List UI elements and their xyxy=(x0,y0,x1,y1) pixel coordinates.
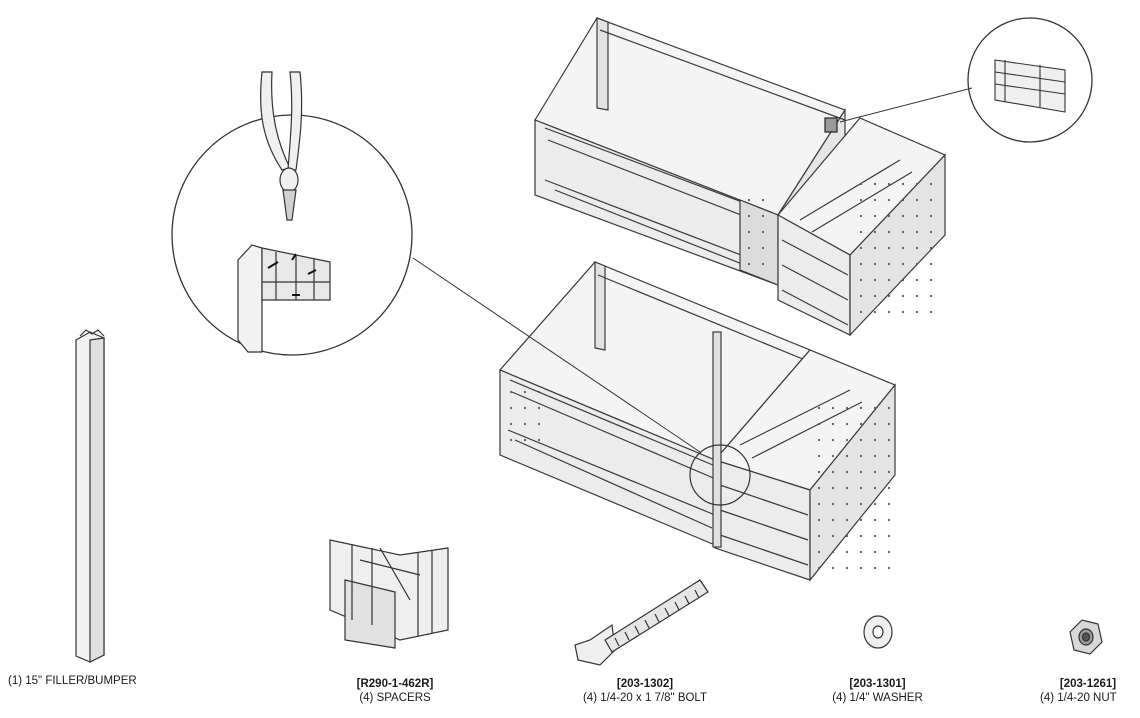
spacers-label: [R290-1-462R] (4) SPACERS xyxy=(320,677,470,705)
pliers-detail-callout xyxy=(171,71,413,356)
washer-label: [203-1301] (4) 1/4" WASHER xyxy=(810,677,945,705)
bolt-description: (4) 1/4-20 x 1 7/8" BOLT xyxy=(582,692,708,704)
installed-filler-post xyxy=(712,331,722,548)
pliers-icon xyxy=(260,71,303,221)
detail-leader-line xyxy=(412,257,701,453)
filler-bumper-part xyxy=(75,329,105,663)
nut-description: (4) 1/4-20 NUT xyxy=(1040,692,1117,704)
lower-large-shelf-unit xyxy=(498,261,811,546)
washer-description: (4) 1/4" WASHER xyxy=(832,692,923,704)
spacers-part-number: [R290-1-462R] xyxy=(356,678,434,690)
upper-drawer-unit xyxy=(777,117,947,337)
nut-label: [203-1261] (4) 1/4-20 NUT xyxy=(1040,677,1136,705)
washer-part xyxy=(863,615,893,649)
bolt-part xyxy=(574,579,709,666)
filler-bumper-label: (1) 15" FILLER/BUMPER xyxy=(8,674,137,688)
filler-bumper-description: (1) 15" FILLER/BUMPER xyxy=(8,675,137,687)
washer-part-number: [203-1301] xyxy=(849,678,906,690)
bolt-label: [203-1302] (4) 1/4-20 x 1 7/8" BOLT xyxy=(565,677,725,705)
nut-part-number: [203-1261] xyxy=(1059,678,1117,690)
nut-part xyxy=(1069,619,1103,655)
spacers-description: (4) SPACERS xyxy=(359,692,431,704)
upper-large-shelf-unit xyxy=(534,17,846,287)
upper-cabinet-assembly xyxy=(534,17,947,337)
spacer-zoom-callout xyxy=(839,17,1093,143)
lower-cabinet-assembly xyxy=(498,261,896,582)
lower-drawer-unit xyxy=(713,349,896,582)
spacer-part xyxy=(329,539,449,649)
install-detail-marker xyxy=(689,444,751,506)
spacer-extrusion-closeup xyxy=(237,244,331,353)
bolt-part-number: [203-1302] xyxy=(616,678,674,690)
